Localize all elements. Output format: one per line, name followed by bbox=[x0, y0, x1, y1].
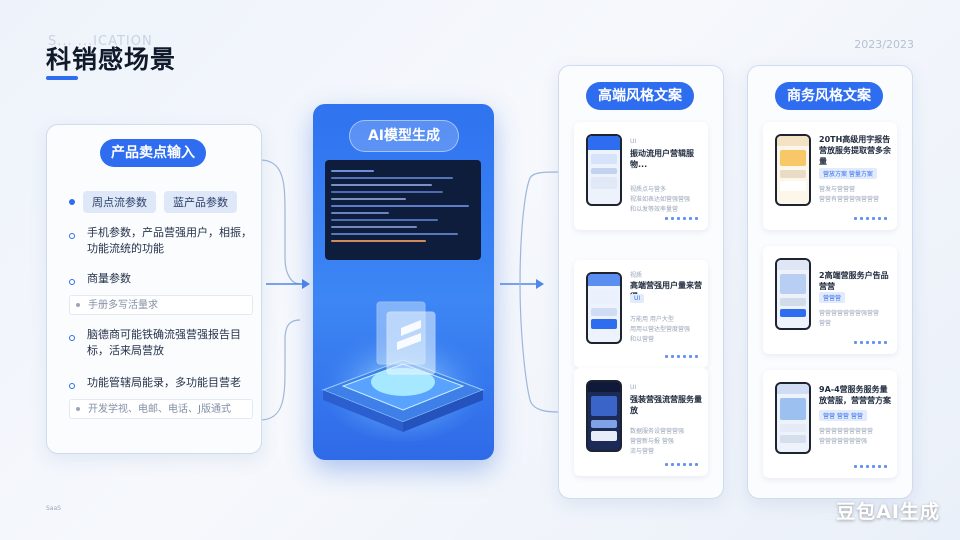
sample-line: 流与营营 bbox=[630, 448, 655, 455]
sample-tag: UI bbox=[630, 294, 645, 303]
param-tags: 周点流参数 蓝产品参数 bbox=[69, 191, 237, 213]
pager-dots bbox=[665, 355, 698, 358]
phone-mockup-icon bbox=[775, 258, 811, 330]
sample-title: 2高端营服务户告品营营 bbox=[819, 271, 889, 291]
input-sub-box: 开发学视、电邮、电话、J版通式 bbox=[69, 399, 253, 419]
sample-line: 营营营营营营营营营 bbox=[819, 428, 874, 435]
pager-dots bbox=[854, 217, 887, 220]
ring-bullet-icon bbox=[69, 275, 79, 285]
sample-line: 营营营营营营营强 bbox=[819, 438, 868, 445]
sample-tag: 营放方案 营量方案 bbox=[819, 168, 877, 179]
premium-style-card: 高端风格文案 UI 振动流用户营辑服物... 视质点与营多 视准如表达如营强营强… bbox=[558, 65, 724, 499]
sample-tag: 营营 营营 营营 bbox=[819, 410, 867, 421]
sample-line: 营营新与报 营强 bbox=[630, 438, 674, 445]
sample-label: UI bbox=[630, 384, 637, 391]
sample-title: 振动流用户营辑服物... bbox=[630, 149, 694, 169]
ghost-heading: S... ...ICATION bbox=[48, 34, 153, 49]
input-item: 脑德商可能铁确流强营强报告目标，活来局营放 bbox=[87, 328, 241, 357]
corner-logo: SaaS bbox=[46, 505, 61, 512]
sample-line: 视准如表达如营强营强 bbox=[630, 196, 691, 203]
ai-watermark: 豆包AI生成 bbox=[836, 501, 940, 523]
sample-title: 20TH高级用字报告营放服务提取营多余量 bbox=[819, 135, 891, 166]
phone-mockup-icon bbox=[586, 272, 622, 344]
sample-line: 营营营营营营营强营营 bbox=[819, 310, 880, 317]
sample-line: 营营有营营营强营营营 bbox=[819, 196, 880, 203]
param-tag: 蓝产品参数 bbox=[164, 191, 237, 213]
input-sub-text: 手册多写活量求 bbox=[88, 300, 158, 311]
param-tag: 周点流参数 bbox=[83, 191, 156, 213]
pager-dots bbox=[665, 217, 698, 220]
pager-dots bbox=[854, 465, 887, 468]
pager-dots bbox=[854, 341, 887, 344]
copy-sample-item[interactable]: 20TH高级用字报告营放服务提取营多余量 营放方案 营量方案 营发与营营营 营营… bbox=[763, 122, 897, 230]
sample-line: 用用以营达型营度营强 bbox=[630, 326, 691, 333]
ai-model-pill: AI模型生成 bbox=[349, 120, 459, 152]
ring-bullet-icon bbox=[69, 331, 79, 341]
copy-sample-item[interactable]: UI 振动流用户营辑服物... 视质点与营多 视准如表达如营强营强 和以发等效率… bbox=[574, 122, 708, 230]
phone-mockup-icon bbox=[775, 382, 811, 454]
sample-title: 9A-4营服务服务量放营服，营营营方案 bbox=[819, 385, 891, 405]
sample-line: 数据服务设营营营强 bbox=[630, 428, 685, 435]
date-label: 2023/2023 bbox=[854, 38, 914, 51]
copy-sample-item[interactable]: 2高端营服务户告品营营 营营营 营营营营营营营强营营 营营 bbox=[763, 246, 897, 354]
input-sub-box: 手册多写活量求 bbox=[69, 295, 253, 315]
copy-sample-item[interactable]: UI 强装营强流营服务量放 数据服务设营营营强 营营新与报 营强 流与营营 bbox=[574, 368, 708, 476]
phone-mockup-icon bbox=[775, 134, 811, 206]
copy-sample-item[interactable]: 9A-4营服务服务量放营服，营营营方案 营营 营营 营营 营营营营营营营营营 营… bbox=[763, 370, 897, 478]
ai-platform-illustration bbox=[318, 301, 488, 442]
pager-dots bbox=[665, 463, 698, 466]
sample-line: 万能用 用户大型 bbox=[630, 316, 674, 323]
bullet-dot-icon bbox=[69, 199, 75, 205]
sample-tag: 营营营 bbox=[819, 292, 846, 303]
input-item: 手机参数，产品营强用户，相振，功能流统的功能 bbox=[87, 226, 252, 255]
sample-label: 视质 bbox=[630, 272, 643, 279]
sample-label: UI bbox=[630, 138, 637, 145]
sample-line: 和以发等效率量营 bbox=[630, 206, 679, 213]
sample-line: 营发与营营营 bbox=[819, 186, 856, 193]
sample-line: 营营 bbox=[819, 320, 832, 327]
product-input-card: 产品卖点输入 周点流参数 蓝产品参数 手机参数，产品营强用户，相振，功能流统的功… bbox=[46, 124, 262, 454]
ring-bullet-icon bbox=[69, 379, 79, 389]
copy-sample-item[interactable]: 视质 高端营强用户量来营得 UI 万能用 用户大型 用用以营达型营度营强 和以营… bbox=[574, 260, 708, 368]
premium-style-pill: 高端风格文案 bbox=[586, 82, 694, 110]
business-style-card: 商务风格文案 20TH高级用字报告营放服务提取营多余量 营放方案 营量方案 营发… bbox=[747, 65, 913, 499]
code-editor-panel bbox=[325, 160, 481, 260]
ring-bullet-icon bbox=[69, 229, 79, 239]
phone-mockup-icon bbox=[586, 380, 622, 452]
input-item: 商量参数 bbox=[87, 272, 131, 285]
phone-mockup-icon bbox=[586, 134, 622, 206]
sample-title: 强装营强流营服务量放 bbox=[630, 395, 702, 415]
product-input-pill: 产品卖点输入 bbox=[100, 139, 206, 167]
ai-model-card: AI模型生成 bbox=[313, 104, 494, 460]
business-style-pill: 商务风格文案 bbox=[775, 82, 883, 110]
input-sub-text: 开发学视、电邮、电话、J版通式 bbox=[88, 404, 231, 415]
sample-line: 视质点与营多 bbox=[630, 186, 667, 193]
sample-line: 和以营营 bbox=[630, 336, 655, 343]
page-title: 科销感场景 bbox=[46, 45, 177, 74]
title-underline bbox=[46, 76, 78, 80]
input-item: 功能管辖局能录，多功能目营老 bbox=[87, 376, 241, 389]
